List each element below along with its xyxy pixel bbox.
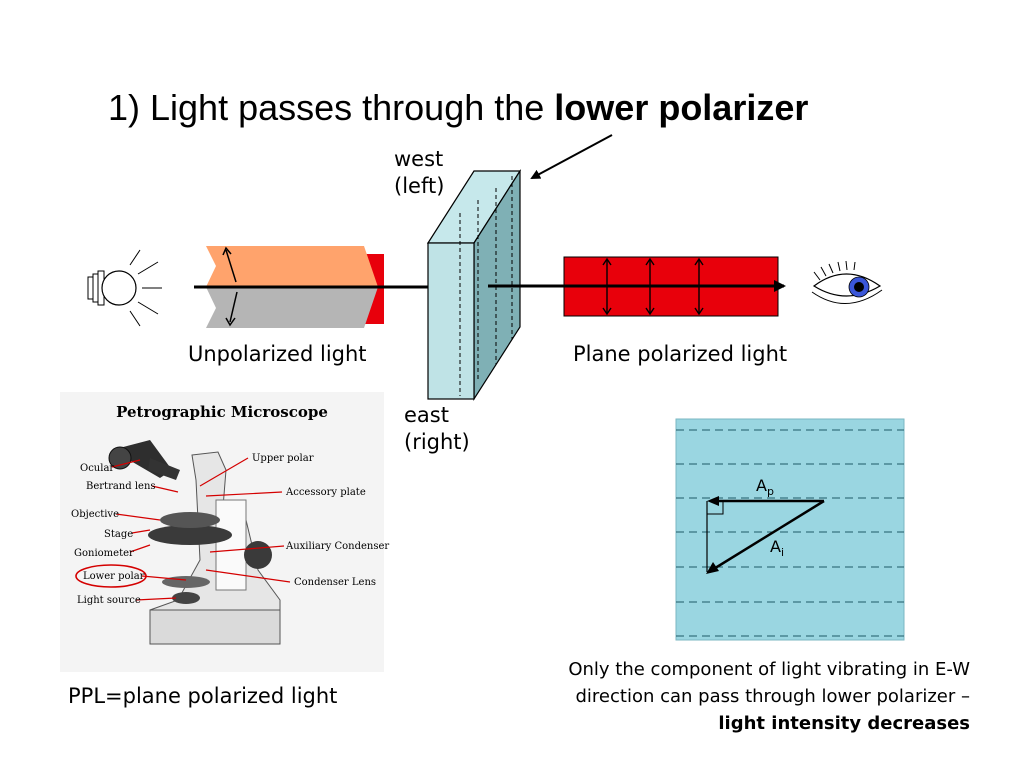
part-upper-polar: Upper polar	[252, 453, 314, 464]
part-auxiliary-condenser: Auxiliary Condenser	[285, 541, 389, 552]
microscope-figure: Petrographic Microscope	[60, 392, 389, 672]
part-light-source: Light source	[77, 595, 141, 606]
light-bulb-icon	[87, 249, 162, 327]
caption: Only the component of light vibrating in…	[490, 656, 970, 737]
caption-line-1: Only the component of light vibrating in…	[568, 659, 970, 680]
slide-title: 1) Light passes through the lower polari…	[108, 86, 808, 130]
ppl-label: PPL=plane polarized light	[68, 684, 338, 708]
east-label: east (right)	[404, 402, 470, 456]
label-ai: Ai	[770, 537, 784, 559]
part-lower-polar: Lower polar	[83, 571, 145, 582]
title-prefix: 1) Light passes through the	[108, 87, 555, 128]
caption-line-3: light intensity decreases	[718, 713, 970, 734]
lower-polar-highlight	[75, 564, 147, 588]
microscope-heading: Petrographic Microscope	[116, 403, 328, 421]
vector-diagram: Ap Ai	[675, 418, 905, 641]
west-label: west (left)	[394, 146, 444, 200]
east-sub-text: (right)	[404, 430, 470, 454]
eye-icon	[811, 260, 883, 304]
part-ocular: Ocular	[80, 463, 114, 474]
plane-polarized-label: Plane polarized light	[573, 342, 788, 366]
part-accessory-plate: Accessory plate	[285, 487, 366, 498]
pointer-arrow	[530, 134, 613, 179]
title-bold: lower polarizer	[554, 87, 809, 128]
west-sub-text: (left)	[394, 174, 445, 198]
part-objective: Objective	[71, 509, 119, 520]
part-stage: Stage	[104, 529, 133, 540]
unpolarized-label: Unpolarized light	[188, 342, 367, 366]
part-condenser-lens: Condenser Lens	[294, 577, 376, 588]
part-bertrand-lens: Bertrand lens	[86, 481, 156, 492]
part-goniometer: Goniometer	[74, 548, 134, 559]
east-text: east	[404, 403, 449, 427]
caption-line-2: direction can pass through lower polariz…	[575, 686, 971, 707]
polarized-beam	[563, 256, 786, 317]
label-ap: Ap	[756, 476, 774, 498]
unpolarized-beam	[206, 246, 384, 328]
west-text: west	[394, 147, 444, 171]
